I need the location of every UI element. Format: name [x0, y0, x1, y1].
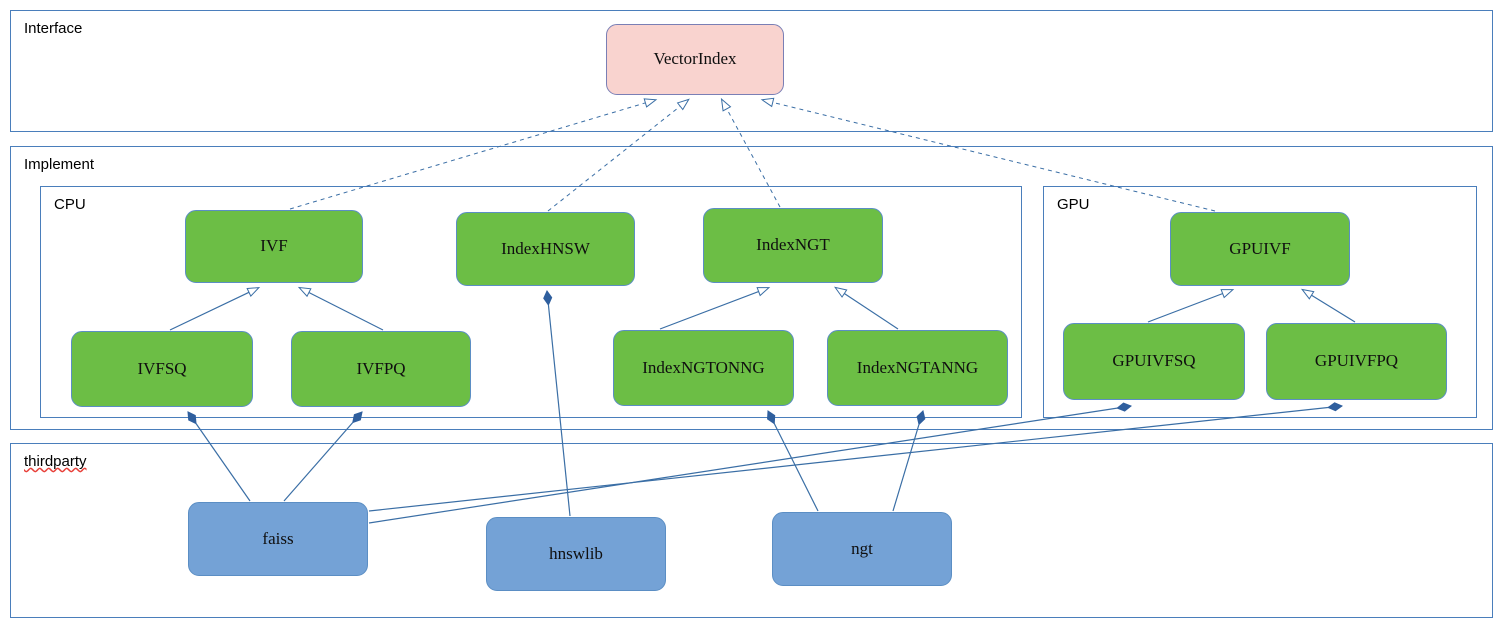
class-node-ivfsq[interactable]: IVFSQ: [71, 331, 253, 407]
class-node-label: IndexNGT: [756, 235, 830, 255]
class-node-ivf[interactable]: IVF: [185, 210, 363, 283]
class-node-label: hnswlib: [549, 543, 603, 563]
class-node-label: ngt: [851, 538, 873, 558]
class-node-gpuivfsq[interactable]: GPUIVFSQ: [1063, 323, 1245, 400]
class-node-label: IndexNGTANNG: [856, 357, 979, 377]
class-node-label: IVFSQ: [137, 358, 187, 378]
class-node-label: VectorIndex: [653, 49, 737, 69]
class-node-indexngt[interactable]: IndexNGT: [703, 208, 883, 283]
package-label-cpu: CPU: [54, 196, 86, 213]
class-node-hnswlib[interactable]: hnswlib: [486, 517, 666, 591]
class-node-gpuivfpq[interactable]: GPUIVFPQ: [1266, 323, 1447, 400]
class-node-ivfpq[interactable]: IVFPQ: [291, 331, 471, 407]
package-label-thirdparty: thirdparty: [24, 453, 87, 470]
class-node-indexhnsw[interactable]: IndexHNSW: [456, 212, 635, 286]
package-label-implement: Implement: [24, 156, 95, 173]
class-node-ngt[interactable]: ngt: [772, 512, 952, 586]
class-node-vectorindex[interactable]: VectorIndex: [606, 24, 784, 95]
class-node-label: GPUIVFPQ: [1314, 351, 1399, 371]
class-node-gpuivf[interactable]: GPUIVF: [1170, 212, 1350, 286]
class-node-indexngtanng[interactable]: IndexNGTANNG: [827, 330, 1008, 406]
class-node-label: IndexNGTONNG: [642, 357, 765, 377]
class-node-label: faiss: [262, 528, 294, 548]
class-node-faiss[interactable]: faiss: [188, 502, 368, 576]
class-node-label: GPUIVFSQ: [1112, 351, 1196, 371]
class-node-label: IVFPQ: [356, 358, 406, 378]
class-node-label: GPUIVF: [1229, 238, 1291, 258]
class-node-indexngtonng[interactable]: IndexNGTONNG: [613, 330, 794, 406]
class-node-label: IVF: [260, 236, 288, 256]
class-node-label: IndexHNSW: [501, 238, 590, 258]
package-label-gpu: GPU: [1057, 196, 1090, 213]
package-label-interface: Interface: [24, 20, 83, 37]
